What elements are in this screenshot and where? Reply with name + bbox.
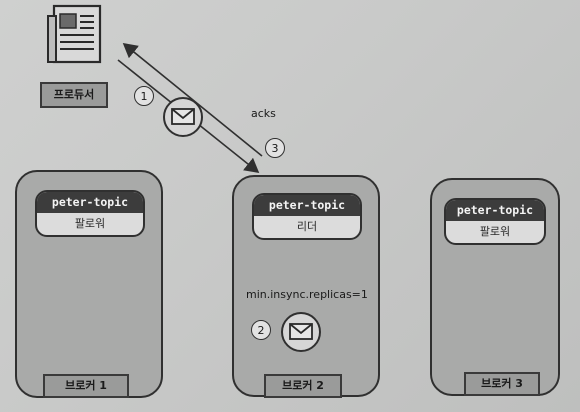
replica-role: 팔로워 xyxy=(74,217,106,230)
topic-name: peter-topic xyxy=(37,192,143,213)
topic-name: peter-topic xyxy=(446,200,544,221)
broker-3: peter-topic 팔로워 xyxy=(430,178,560,396)
step-1-badge: 1 xyxy=(134,86,154,106)
broker-3-label: 브로커 3 xyxy=(464,372,540,396)
topic-partition-card: peter-topic 리더 xyxy=(252,193,362,240)
producer-label: 프로듀서 xyxy=(40,82,108,108)
broker-2: peter-topic 리더 xyxy=(232,175,380,397)
newspaper-icon xyxy=(47,4,102,64)
broker-1-label: 브로커 1 xyxy=(43,374,129,398)
replica-role: 리더 xyxy=(296,220,318,233)
broker-2-label: 브로커 2 xyxy=(264,374,342,398)
message-envelope-icon xyxy=(163,97,203,137)
broker-1: peter-topic 팔로워 xyxy=(15,170,163,398)
acks-label: acks xyxy=(251,107,276,120)
topic-partition-card: peter-topic 팔로워 xyxy=(444,198,546,245)
topic-partition-card: peter-topic 팔로워 xyxy=(35,190,145,237)
message-envelope-icon xyxy=(281,312,321,352)
step-3-badge: 3 xyxy=(265,138,285,158)
min-insync-replicas-label: min.insync.replicas=1 xyxy=(246,288,368,301)
step-2-badge: 2 xyxy=(251,320,271,340)
topic-name: peter-topic xyxy=(254,195,360,216)
replica-role: 팔로워 xyxy=(479,225,511,238)
